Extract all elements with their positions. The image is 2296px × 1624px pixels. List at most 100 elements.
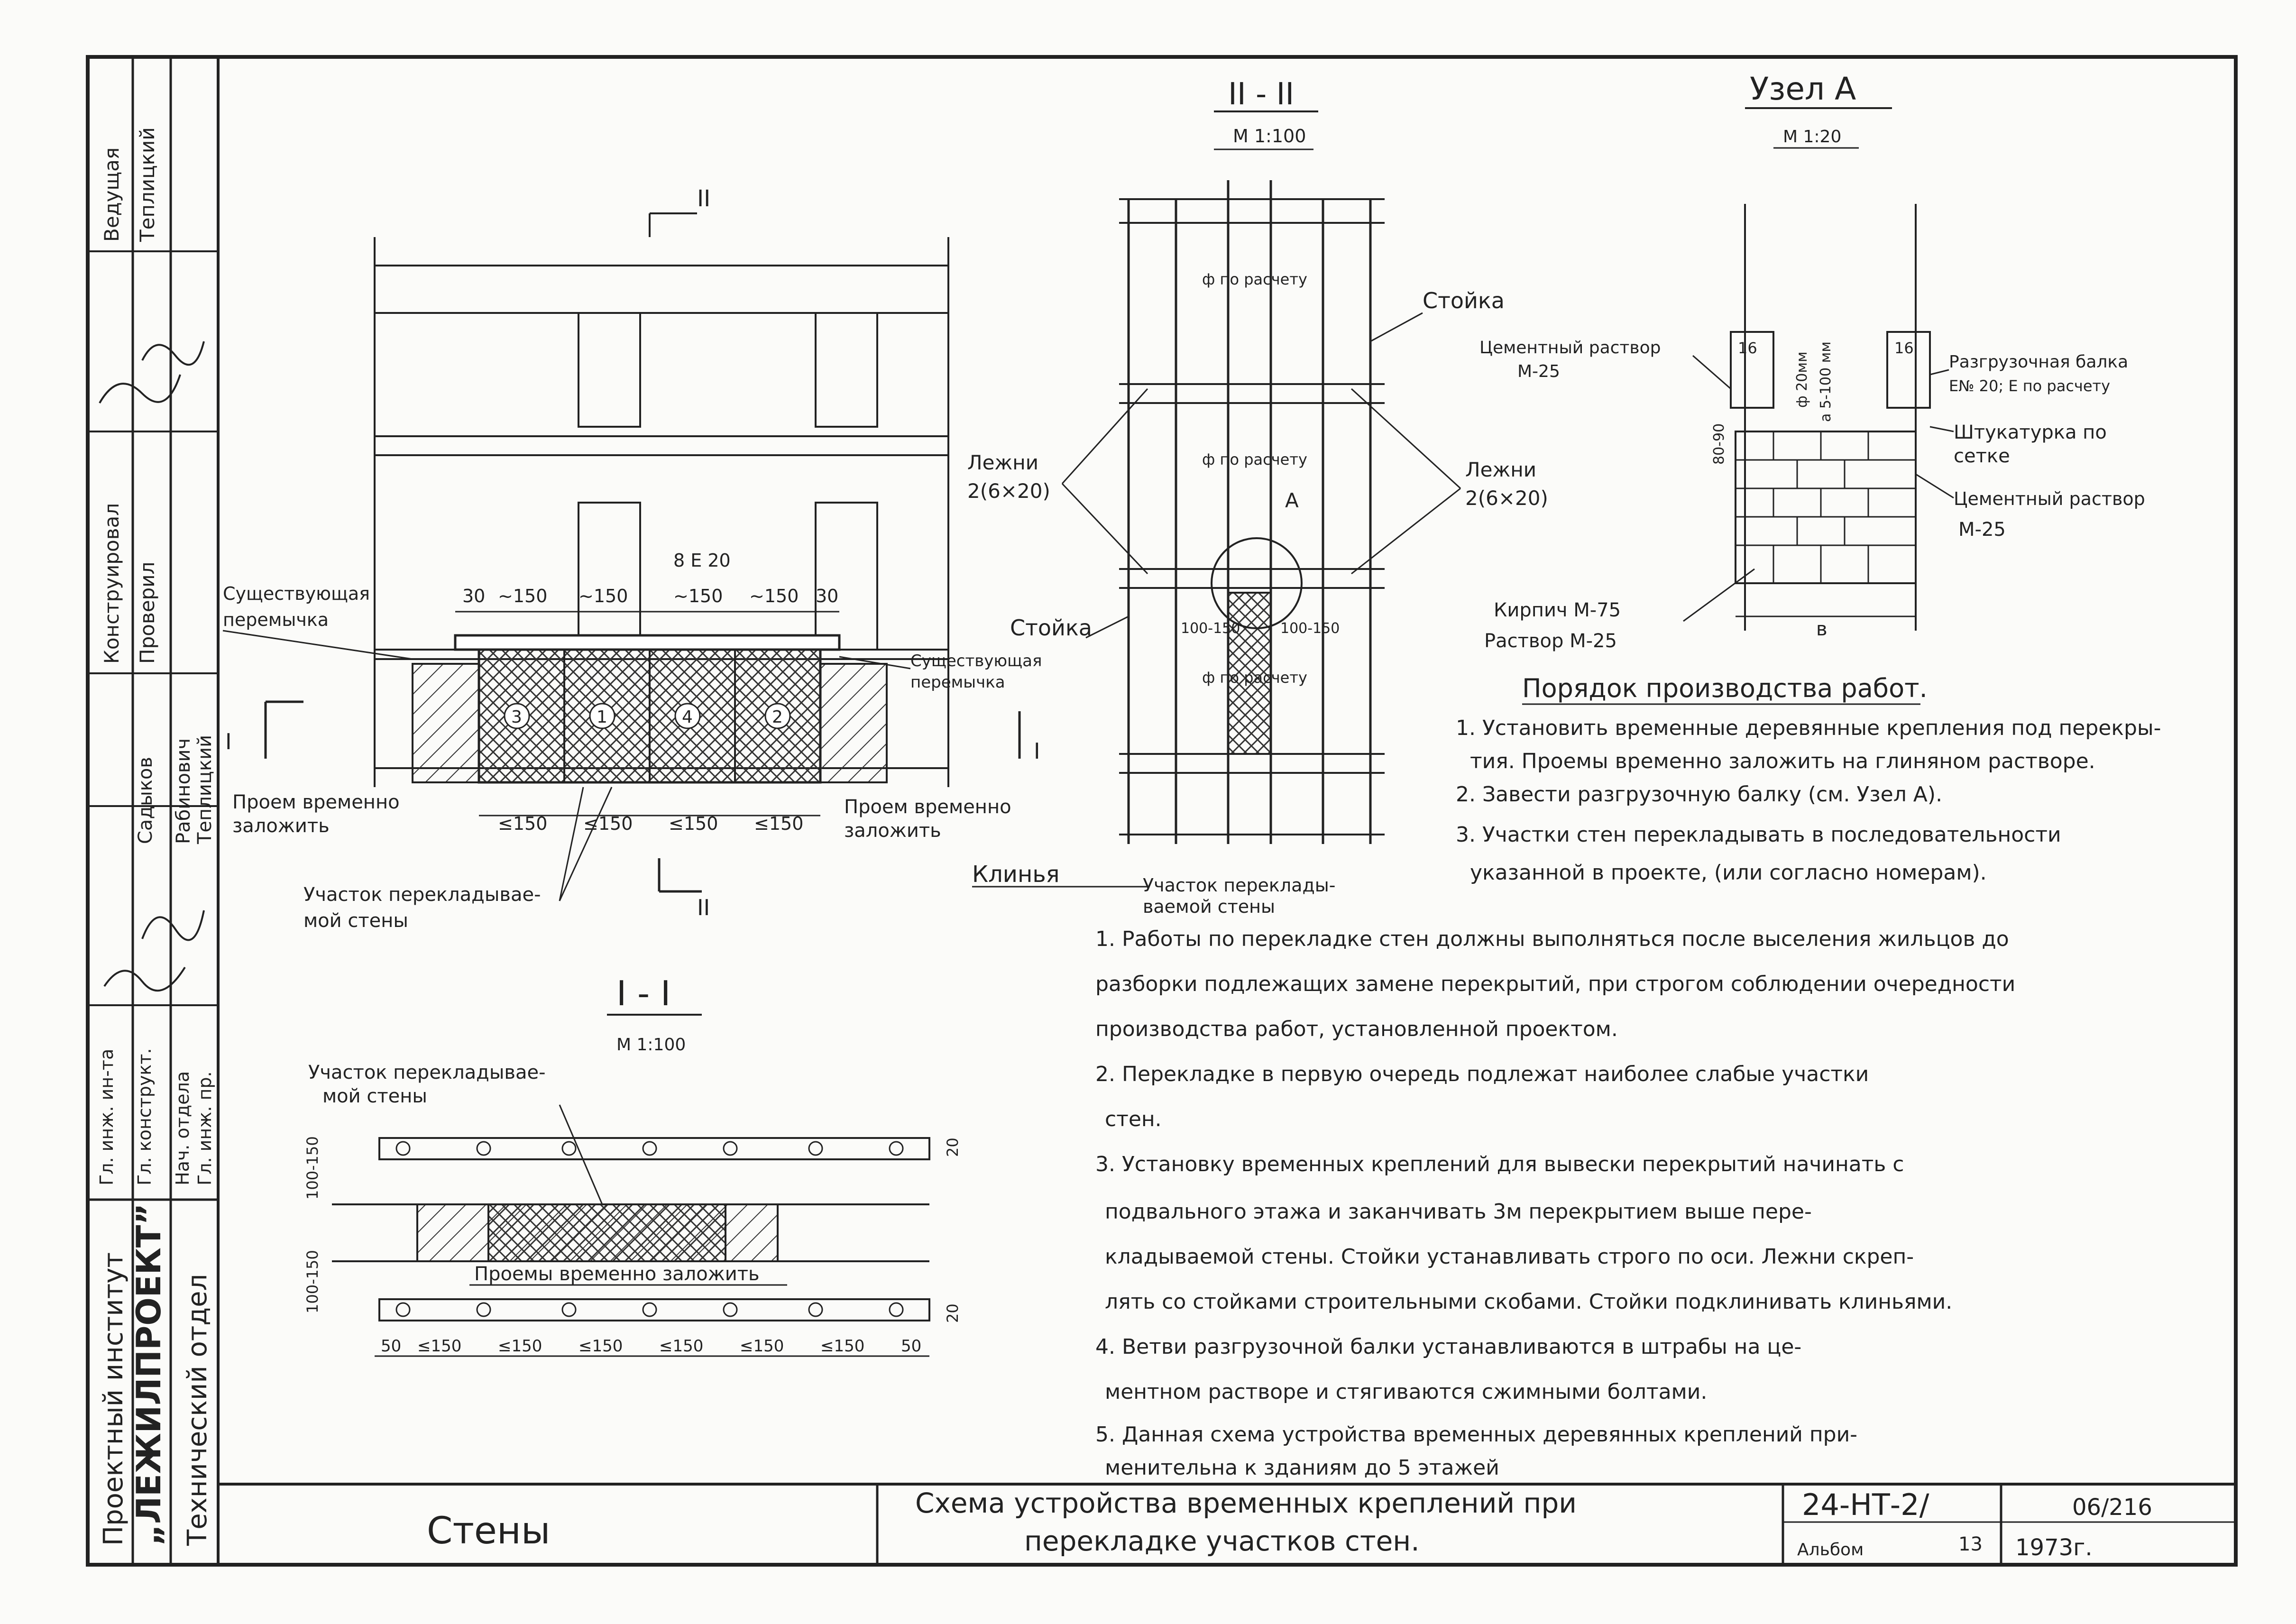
procedure-line: 3. Участки стен перекладывать в последов… [1456,823,2061,847]
s1-dim: 50 [901,1337,921,1356]
document-code: 24-НТ-2/ [1802,1487,1929,1522]
s1-side-dim: 100-150 [303,1250,321,1313]
wall-portion-s2-2: ваемой стены [1143,896,1275,917]
dim-bottom: ≤150 [583,813,633,834]
wall-portion-label-2: мой стены [303,910,408,932]
node-a-circle [1211,537,1303,629]
section-mark-right: I [1034,738,1040,764]
role-checked: Проверил [136,562,159,664]
mortar-label-4: М-25 [1958,519,2006,541]
opening-right-label-1: Проем временно [844,796,1011,818]
note-line: ментном растворе и стягиваются сжимными … [1105,1380,1707,1404]
s1-side-dim: 20 [944,1138,962,1157]
left-stamp: Проектный институт „ЛЕЖИЛПРОЕКТ” Техниче… [88,57,220,1565]
wall-portion-s2-1: Участок переклады- [1143,875,1335,896]
album-label: Альбом [1797,1540,1864,1560]
s1-side-dim: 100-150 [303,1136,321,1200]
s1-dim: 50 [381,1337,401,1356]
mortar-label-5: Раствор М-25 [1484,630,1617,652]
section-2-scale: М 1:100 [1233,126,1306,147]
dim-top: ~150 [579,586,628,606]
bottom-plank [378,1298,930,1321]
dim-bottom: ≤150 [498,813,547,834]
notes-block: 1. Работы по перекладке стен должны выпо… [1095,927,2015,1480]
section-2-view: II - II М 1:100 А ф по расчету ф по расч… [967,77,1548,917]
elevation-view: II 3 1 4 2 30 ~150 ~150 ~150 ~150 30 8 Е… [222,185,1042,932]
section-mark-top: II [697,185,710,212]
window [578,312,641,428]
section-2-title: II - II [1228,77,1294,112]
name-2: Рабинович [173,738,194,844]
section-title: Стены [427,1510,550,1552]
mortar-label-2: М-25 [1517,362,1560,381]
role-chief-designer: Гл. конструкт. [134,1048,155,1185]
reference-number: 06/216 [2072,1494,2152,1521]
institute-label: Проектный институт [98,1252,129,1546]
note-line: 5. Данная схема устройства временных дер… [1095,1422,1857,1447]
section-mark-bottom: II [697,895,710,920]
role-designed: Конструировал [100,503,123,664]
node-dim: ф 20мм [1794,351,1810,408]
s1-wall-portion-1: Участок перекладывае- [308,1062,546,1083]
section-mark-left: I [225,729,232,754]
name-4: Теплицкий [136,127,159,242]
signature-3 [99,374,181,404]
sheet-title-line-1: Схема устройства временных креплений при [915,1487,1577,1519]
node-dim: 16 [1894,339,1914,357]
procedure-block: Порядок производства работ. 1. Установит… [1456,673,2161,885]
dim-top: 30 [462,586,485,606]
node-dim: в [1816,618,1828,640]
opening-fill-right [819,663,888,783]
wedges-label: Клинья [972,861,1060,888]
wall-portion-section [1227,592,1272,755]
dim-bottom: ≤150 [754,813,803,834]
lezhni-left-2: 2(6×20) [967,479,1050,503]
department-label: Технический отдел [182,1274,213,1546]
role-lead: Ведущая [100,147,123,242]
section-1-view: I - I М 1:100 Участок перекладывае- мой … [303,973,962,1357]
window [578,502,641,651]
note-line: менительна к зданиям до 5 этажей [1105,1456,1499,1480]
existing-lintel-left-1: Существующая [223,583,370,604]
opening-right-label-2: заложить [844,820,941,842]
section-1-title: I - I [616,973,670,1013]
note-line: подвального этажа и заканчивать 3м перек… [1105,1200,1812,1224]
window [815,312,878,428]
procedure-title: Порядок производства работ. [1522,673,1928,703]
note-line: производства работ, установленной проект… [1095,1017,1618,1041]
wall-portion-label-1: Участок перекладывае- [303,884,541,906]
zone-number: 2 [772,707,783,727]
node-a-scale: М 1:20 [1783,127,1841,147]
name-3: Теплицкий [194,735,216,844]
dim-top: 30 [816,586,838,606]
node-a-marker: А [1285,489,1299,512]
brick-label: Кирпич М-75 [1494,599,1621,621]
zone-number: 4 [682,707,693,727]
wall-portion-plan [487,1203,726,1262]
dim-top: ~150 [673,586,723,606]
procedure-line: 1. Установить временные деревянные крепл… [1456,716,2161,740]
name-1: Садыков [135,757,156,844]
signature-4 [141,341,205,366]
note-line: 2. Перекладке в первую очередь подлежат … [1095,1062,1869,1086]
s1-dim: ≤150 [740,1337,784,1356]
calc-label: ф по расчету [1202,450,1307,468]
node-dim: 80-90 [1711,423,1727,465]
dim-top: ~150 [498,586,547,606]
s1-dim: ≤150 [417,1337,461,1356]
stoika-label-right: Стойка [1423,288,1505,313]
top-plank [378,1137,930,1160]
lezhni-left-1: Лежни [967,451,1038,474]
procedure-line: указанной в проекте, (или согласно номер… [1470,861,1987,885]
note-line: 4. Ветви разгрузочной балки устанавливаю… [1095,1335,1801,1359]
signature-1 [103,966,186,992]
note-line: кладываемой стены. Стойки устанавливать … [1105,1245,1914,1269]
opening-fill-left [412,663,480,783]
opening-left-label-2: заложить [232,815,330,837]
s1-wall-portion-2: мой стены [322,1085,427,1107]
calc-label: ф по расчету [1202,669,1307,687]
procedure-line: тия. Проемы временно заложить на глиняно… [1470,749,2095,773]
existing-lintel-right-2: перемычка [910,673,1005,692]
